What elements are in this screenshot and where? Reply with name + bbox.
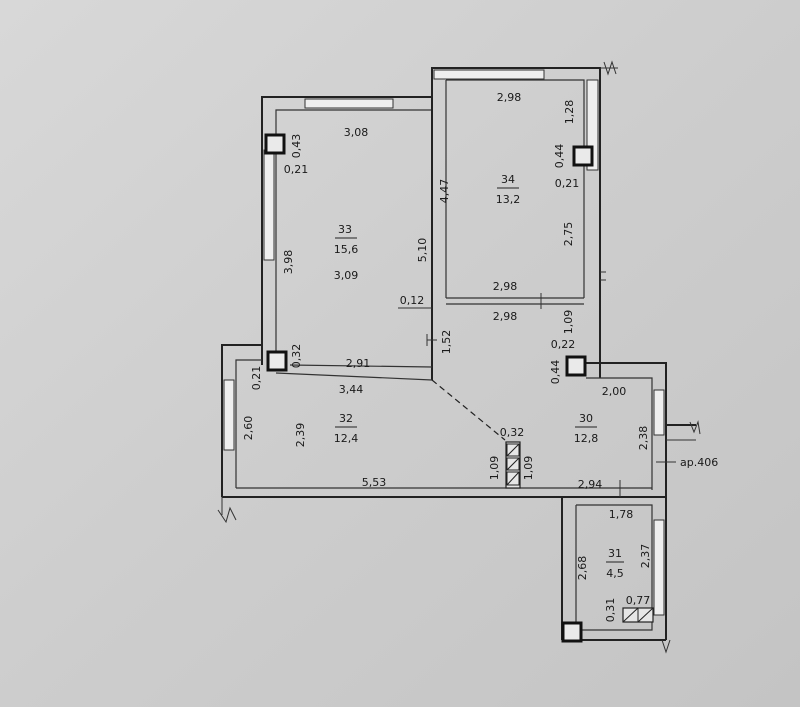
dim-5-10: 5,10 xyxy=(416,238,429,263)
dim-2-98-a: 2,98 xyxy=(497,91,522,104)
room-32: 32 12,4 xyxy=(334,412,359,445)
dim-1-09-c: 1,09 xyxy=(522,456,535,481)
dim-1-78: 1,78 xyxy=(609,508,634,521)
dim-2-60: 2,60 xyxy=(242,416,255,441)
dim-0-22: 0,22 xyxy=(551,338,576,351)
dim-2-98-b: 2,98 xyxy=(493,280,518,293)
open-boundary-line xyxy=(431,379,506,441)
dim-1-09-a: 1,09 xyxy=(562,310,575,335)
dim-0-21-c: 0,21 xyxy=(555,177,580,190)
dim-2-75: 2,75 xyxy=(562,222,575,247)
column-mid-right xyxy=(565,355,587,377)
columns xyxy=(264,133,594,643)
dim-0-44-b: 0,44 xyxy=(549,360,562,385)
room-30-number: 30 xyxy=(579,412,593,425)
column-mid-left xyxy=(266,350,288,372)
room-33: 33 15,6 3,09 xyxy=(334,223,359,282)
dim-0-44-a: 0,44 xyxy=(553,144,566,169)
dim-2-91: 2,91 xyxy=(346,357,371,370)
room-32-number: 32 xyxy=(339,412,353,425)
column-top-left xyxy=(264,133,286,155)
dim-2-39: 2,39 xyxy=(294,423,307,448)
dim-5-53: 5,53 xyxy=(362,476,387,489)
dim-3-08: 3,08 xyxy=(344,126,369,139)
dim-0-12: 0,12 xyxy=(400,294,425,307)
dim-3-44: 3,44 xyxy=(339,383,364,396)
bathroom-duct-icon xyxy=(622,607,654,623)
dim-0-21-a: 0,21 xyxy=(284,163,309,176)
window-34-right xyxy=(586,79,599,171)
dimension-labels: 3,08 0,43 0,21 3,98 5,10 0,12 0,32 2,91 … xyxy=(242,91,718,622)
room-34: 34 13,2 xyxy=(496,173,521,206)
window-31-right xyxy=(653,519,665,616)
ventilation-duct-icon xyxy=(505,441,521,489)
window-33-top xyxy=(304,98,394,109)
room-33-extra: 3,09 xyxy=(334,269,359,282)
room-labels: 33 15,6 3,09 34 13,2 32 12,4 30 12,8 31 … xyxy=(334,173,624,580)
dim-0-32-b: 0,32 xyxy=(500,426,525,439)
dim-2-98-c: 2,98 xyxy=(493,310,518,323)
room-31: 31 4,5 xyxy=(606,547,624,580)
dim-1-09-b: 1,09 xyxy=(488,456,501,481)
window-30-right xyxy=(653,389,665,436)
dim-1-28: 1,28 xyxy=(563,100,576,125)
room-32-area: 12,4 xyxy=(334,432,359,445)
dim-2-38: 2,38 xyxy=(637,426,650,451)
dim-2-68: 2,68 xyxy=(576,556,589,581)
column-top-right xyxy=(572,145,594,167)
dim-0-32-a: 0,32 xyxy=(290,344,303,369)
label-ar-406: ар.406 xyxy=(680,456,718,469)
dim-3-98: 3,98 xyxy=(282,250,295,275)
room-34-number: 34 xyxy=(501,173,515,186)
dim-0-21-b: 0,21 xyxy=(250,366,263,391)
dim-0-31: 0,31 xyxy=(604,598,617,623)
window-34-top xyxy=(433,69,545,80)
dim-0-77: 0,77 xyxy=(626,594,651,607)
windows xyxy=(223,69,665,616)
dim-2-00: 2,00 xyxy=(602,385,627,398)
dim-1-52: 1,52 xyxy=(440,330,453,355)
fixtures xyxy=(398,307,676,623)
room-30-area: 12,8 xyxy=(574,432,599,445)
room-33-area: 15,6 xyxy=(334,243,359,256)
column-bottom xyxy=(561,621,583,643)
room-34-area: 13,2 xyxy=(496,193,521,206)
room-33-number: 33 xyxy=(338,223,352,236)
window-33-left xyxy=(263,149,275,261)
window-32-left xyxy=(223,379,235,451)
dim-2-37: 2,37 xyxy=(639,544,652,569)
room-31-area: 4,5 xyxy=(606,567,624,580)
dim-4-47: 4,47 xyxy=(438,179,451,204)
room-30: 30 12,8 xyxy=(574,412,599,445)
room-31-number: 31 xyxy=(608,547,622,560)
dim-2-94: 2,94 xyxy=(578,478,603,491)
dim-0-43: 0,43 xyxy=(290,134,303,159)
